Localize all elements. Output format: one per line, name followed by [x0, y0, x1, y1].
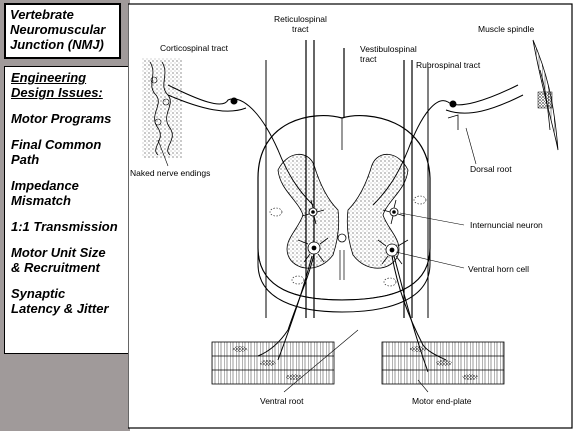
issue-item-line-2: & Recruitment: [11, 260, 100, 275]
issue-item-line-2: Path: [11, 152, 39, 167]
label-reticulospinal-2: tract: [292, 24, 309, 34]
label-corticospinal: Corticospinal tract: [160, 43, 229, 53]
title-box: Vertebrate Neuromuscular Junction (NMJ): [4, 3, 121, 59]
design-issues-box: Engineering Design Issues: Motor Program…: [4, 66, 129, 354]
label-muscle-spindle: Muscle spindle: [478, 24, 534, 34]
issue-item-line-2: Mismatch: [11, 193, 71, 208]
issues-heading: Engineering Design Issues:: [11, 70, 122, 100]
label-dorsal-root: Dorsal root: [470, 164, 512, 174]
issue-item: 1:1 Transmission: [11, 219, 122, 234]
label-naked-nerve: Naked nerve endings: [130, 168, 210, 178]
issue-item-line-1: Motor Programs: [11, 111, 111, 126]
title-line-1: Vertebrate: [10, 7, 115, 22]
issue-item-line-1: 1:1 Transmission: [11, 219, 118, 234]
label-vestibulospinal-1: Vestibulospinal: [360, 44, 417, 54]
issue-item-line-2: Latency & Jitter: [11, 301, 109, 316]
issue-item: Motor Unit Size& Recruitment: [11, 245, 122, 275]
label-reticulospinal-1: Reticulospinal: [274, 14, 327, 24]
label-ventral-horn: Ventral horn cell: [468, 264, 529, 274]
issue-item-line-1: Impedance: [11, 178, 79, 193]
label-motor-endplate: Motor end-plate: [412, 396, 472, 406]
muscle-fibers-left: [212, 342, 334, 384]
issues-heading-line-2: Design Issues:: [11, 85, 103, 100]
issues-heading-line-1: Engineering: [11, 70, 86, 85]
label-ventral-root: Ventral root: [260, 396, 304, 406]
label-rubrospinal: Rubrospinal tract: [416, 60, 481, 70]
issue-item: Motor Programs: [11, 111, 122, 126]
label-internuncial: Internuncial neuron: [470, 220, 543, 230]
title-line-3: Junction (NMJ): [10, 37, 115, 52]
issue-item-line-1: Motor Unit Size: [11, 245, 106, 260]
naked-nerve-endings: [142, 58, 182, 158]
label-vestibulospinal-2: tract: [360, 54, 377, 64]
issue-item-line-1: Final Common: [11, 137, 101, 152]
muscle-fibers-right: [382, 342, 504, 384]
issue-item-line-1: Synaptic: [11, 286, 65, 301]
title-line-2: Neuromuscular: [10, 22, 115, 37]
spinal-cord-diagram: Corticospinal tract Reticulospinal tract…: [128, 0, 574, 431]
